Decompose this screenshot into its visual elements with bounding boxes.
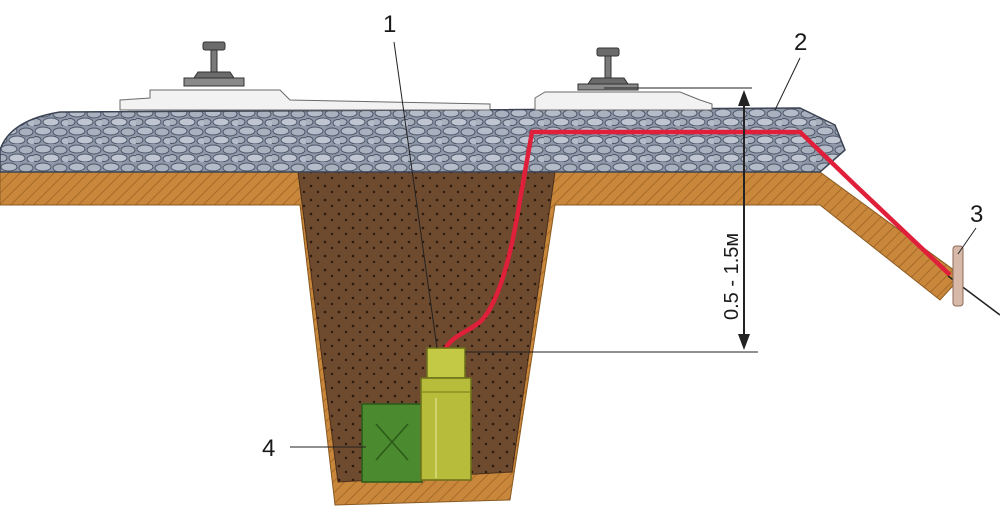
- depth-dimension: [465, 87, 758, 353]
- sleeper-left: [119, 89, 491, 111]
- cable-line: [441, 129, 952, 353]
- callout-3-label: 3: [970, 201, 983, 228]
- rail-profile-icon: [183, 41, 245, 87]
- box-unit-icon: [361, 403, 423, 483]
- rail-profile-icon: [577, 47, 639, 91]
- sleeper-right: [534, 91, 713, 111]
- callout-2-label: 2: [794, 29, 807, 56]
- ground-stake-icon: [947, 245, 1000, 316]
- cylinder-device-icon: [420, 347, 472, 481]
- leader-line-1: [393, 41, 438, 349]
- ballast-layer: [0, 107, 846, 173]
- callout-1-label: 1: [383, 11, 396, 38]
- leader-line-3: [957, 227, 977, 255]
- callout-4-label: 4: [262, 435, 275, 462]
- leader-line-2: [774, 57, 801, 111]
- depth-label: 0.5 - 1.5м: [721, 233, 743, 320]
